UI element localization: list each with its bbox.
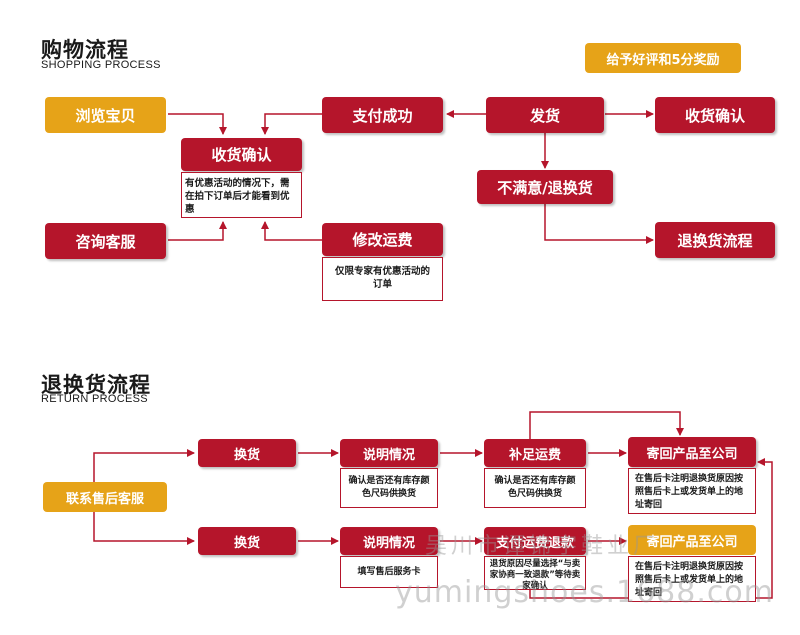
- arrow-pay-to-confirm: [261, 113, 322, 135]
- send-bottom-note: 在售后卡注明退换货原因按照售后卡上或发货单上的地址寄回: [628, 556, 756, 602]
- refund-note: 退货原因尽量选择“与卖家协商一致退款”等待卖家确认: [484, 556, 586, 591]
- browse-box: 浏览宝贝: [45, 97, 166, 133]
- arrow-modify-to-confirm: [261, 221, 322, 241]
- confirm-note: 有优惠活动的情况下，需在拍下订单后才能看到优惠: [181, 172, 302, 218]
- explain-top-note: 确认是否还有库存颜色尺码供换货: [340, 468, 438, 508]
- topup-note: 确认是否还有库存颜色尺码供换货: [484, 468, 586, 508]
- return-title: 退换货流程: [41, 373, 151, 397]
- contact-box: 联系售后客服: [43, 482, 167, 512]
- send-bottom-box: 寄回产品至公司: [628, 525, 756, 555]
- shopping-subtitle: SHOPPING PROCESS: [41, 59, 161, 71]
- return-flow-box: 退换货流程: [655, 222, 775, 258]
- return-subtitle: RETURN PROCESS: [41, 393, 148, 405]
- exchange-bottom-box: 换货: [198, 527, 296, 555]
- arrow-feedback-loop: [529, 458, 773, 599]
- modify-note: 仅限专家有优惠活动的订单: [322, 257, 443, 301]
- explain-bottom-note: 填写售后服务卡: [340, 556, 438, 588]
- consult-box: 咨询客服: [45, 223, 166, 259]
- watermark-company: 吴川市谭锦宇鞋业厂: [425, 534, 660, 559]
- confirm-right-box: 收货确认: [655, 97, 775, 133]
- arrow-unsatisfied-to-returnflow: [544, 204, 654, 244]
- arrow-consult-to-confirm: [168, 221, 227, 241]
- exchange-top-box: 换货: [198, 439, 296, 467]
- explain-bottom-box: 说明情况: [340, 527, 438, 555]
- arrow-contact-branch: [93, 449, 195, 483]
- send-top-box: 寄回产品至公司: [628, 437, 756, 467]
- explain-top-box: 说明情况: [340, 439, 438, 467]
- pay-box: 支付成功: [322, 97, 443, 133]
- modify-box: 修改运费: [322, 223, 443, 256]
- arrow-browse-to-confirm: [168, 113, 227, 135]
- shopping-title: 购物流程: [41, 38, 129, 62]
- confirm-mid-box: 收货确认: [181, 138, 302, 171]
- reward-badge: 给予好评和5分奖励: [585, 43, 741, 73]
- refund-box: 支付运费退款: [484, 527, 586, 555]
- topup-box: 补足运费: [484, 439, 586, 467]
- watermark-site: yumingshoes.1688.com: [395, 575, 774, 610]
- arrow-skip-topup: [529, 411, 684, 439]
- unsatisfied-box: 不满意/退换货: [477, 170, 613, 204]
- send-top-note: 在售后卡注明退换货原因按照售后卡上或发货单上的地址寄回: [628, 468, 756, 514]
- ship-box: 发货: [486, 97, 604, 133]
